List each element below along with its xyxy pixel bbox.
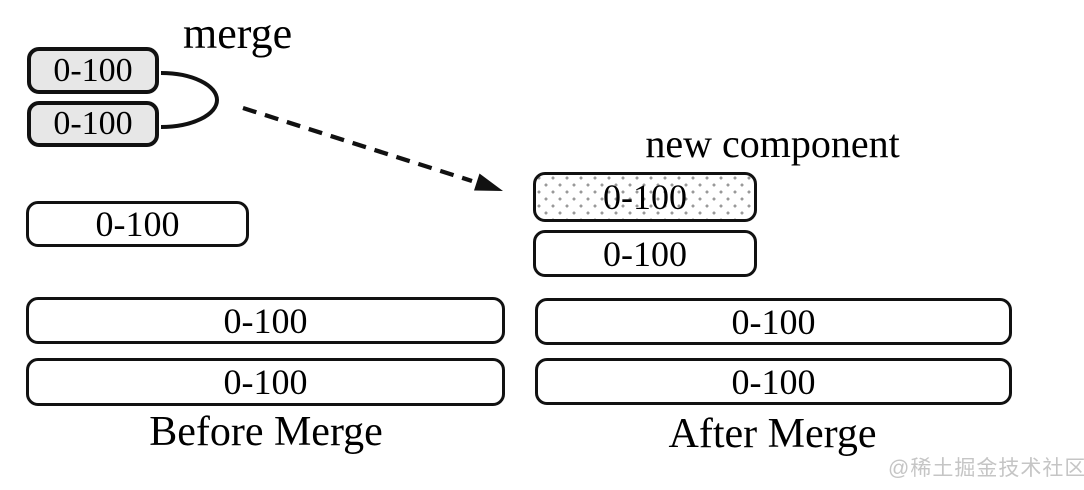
component-range-label: 0-100 [603, 233, 687, 274]
merge-source-component-2: 0-100 [27, 101, 159, 147]
before-component-wide-2: 0-100 [26, 358, 505, 406]
component-range-label: 0-100 [731, 361, 816, 402]
after-new-component: 0-100 [533, 172, 757, 222]
before-component-wide-1: 0-100 [26, 297, 505, 344]
arrowhead-icon [474, 173, 503, 191]
component-range-label: 0-100 [223, 362, 308, 402]
after-component-wide-1: 0-100 [535, 298, 1012, 345]
after-component-wide-2: 0-100 [535, 358, 1012, 405]
new-component-label: new component [645, 121, 900, 166]
merge-source-component-1: 0-100 [27, 47, 159, 94]
after-component-small: 0-100 [533, 230, 757, 277]
merge-brace-arc-icon [160, 71, 219, 129]
after-merge-caption: After Merge [668, 411, 877, 457]
component-range-label: 0-100 [603, 177, 687, 217]
component-range-label: 0-100 [53, 105, 133, 142]
component-range-label: 0-100 [223, 300, 308, 341]
component-range-label: 0-100 [731, 301, 816, 342]
merge-operation-label: merge [183, 9, 293, 58]
watermark-text: @稀土掘金技术社区 [888, 457, 1084, 480]
before-merge-caption: Before Merge [149, 409, 383, 455]
component-range-label: 0-100 [53, 51, 133, 89]
merge-dashed-arrow-line [242, 105, 473, 184]
component-range-label: 0-100 [95, 204, 180, 244]
before-component-medium: 0-100 [26, 201, 249, 247]
